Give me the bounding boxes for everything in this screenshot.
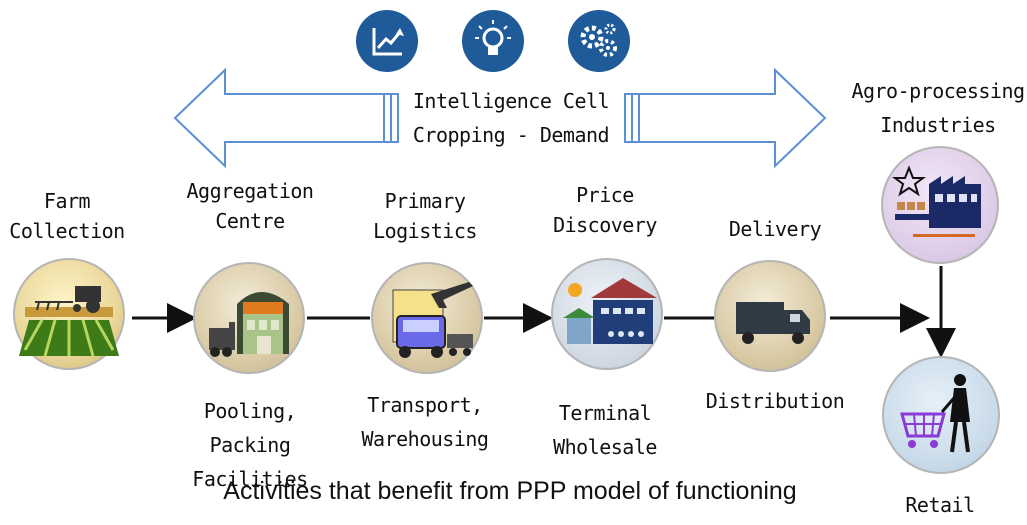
lightbulb-icon (462, 10, 524, 72)
factory-icon (892, 165, 981, 237)
warehouse-forklift-icon (209, 292, 289, 357)
delivery-hub (714, 260, 826, 372)
price-discovery-label: Price Discovery (553, 183, 657, 237)
chart-growth-icon (356, 10, 418, 72)
delivery-label: Delivery (728, 217, 822, 241)
transport-warehousing-label: Transport, Warehousing (361, 393, 489, 451)
wholesale-market-icon (563, 278, 657, 344)
shopping-cart-icon (900, 374, 970, 453)
transport-icon (392, 282, 473, 358)
retail-label: Retail (905, 493, 975, 517)
primary-logistics-label: Primary Logistics (373, 189, 477, 243)
price-discovery-hub (551, 258, 663, 370)
terminal-wholesale-label: Terminal Wholesale (553, 401, 657, 459)
intelligence-cell-label: Intelligence Cell (412, 89, 610, 113)
agro-processing-hub (881, 146, 999, 264)
cropping-demand-label: Cropping - Demand (412, 123, 610, 147)
gears-icon (568, 10, 630, 72)
primary-logistics-hub (371, 262, 483, 374)
agro-processing-label: Agro-processing Industries (851, 79, 1025, 137)
distribution-label: Distribution (705, 389, 845, 413)
pooling-packing-label: Pooling, Packing Facilities (192, 399, 308, 491)
flow-arrows (132, 266, 956, 358)
right-outline-arrow (624, 67, 827, 169)
aggregation-centre-label: Aggregation Centre (186, 179, 314, 233)
farm-collection-label: Farm Collection (9, 189, 125, 243)
farm-collection-hub (13, 258, 125, 370)
tractor-field-icon (19, 286, 119, 357)
aggregation-centre-hub (193, 262, 305, 374)
delivery-truck-icon (736, 302, 810, 344)
left-outline-arrow (173, 67, 399, 169)
diagram-caption: Activities that benefit from PPP model o… (223, 477, 797, 505)
retail-hub (882, 356, 1000, 474)
